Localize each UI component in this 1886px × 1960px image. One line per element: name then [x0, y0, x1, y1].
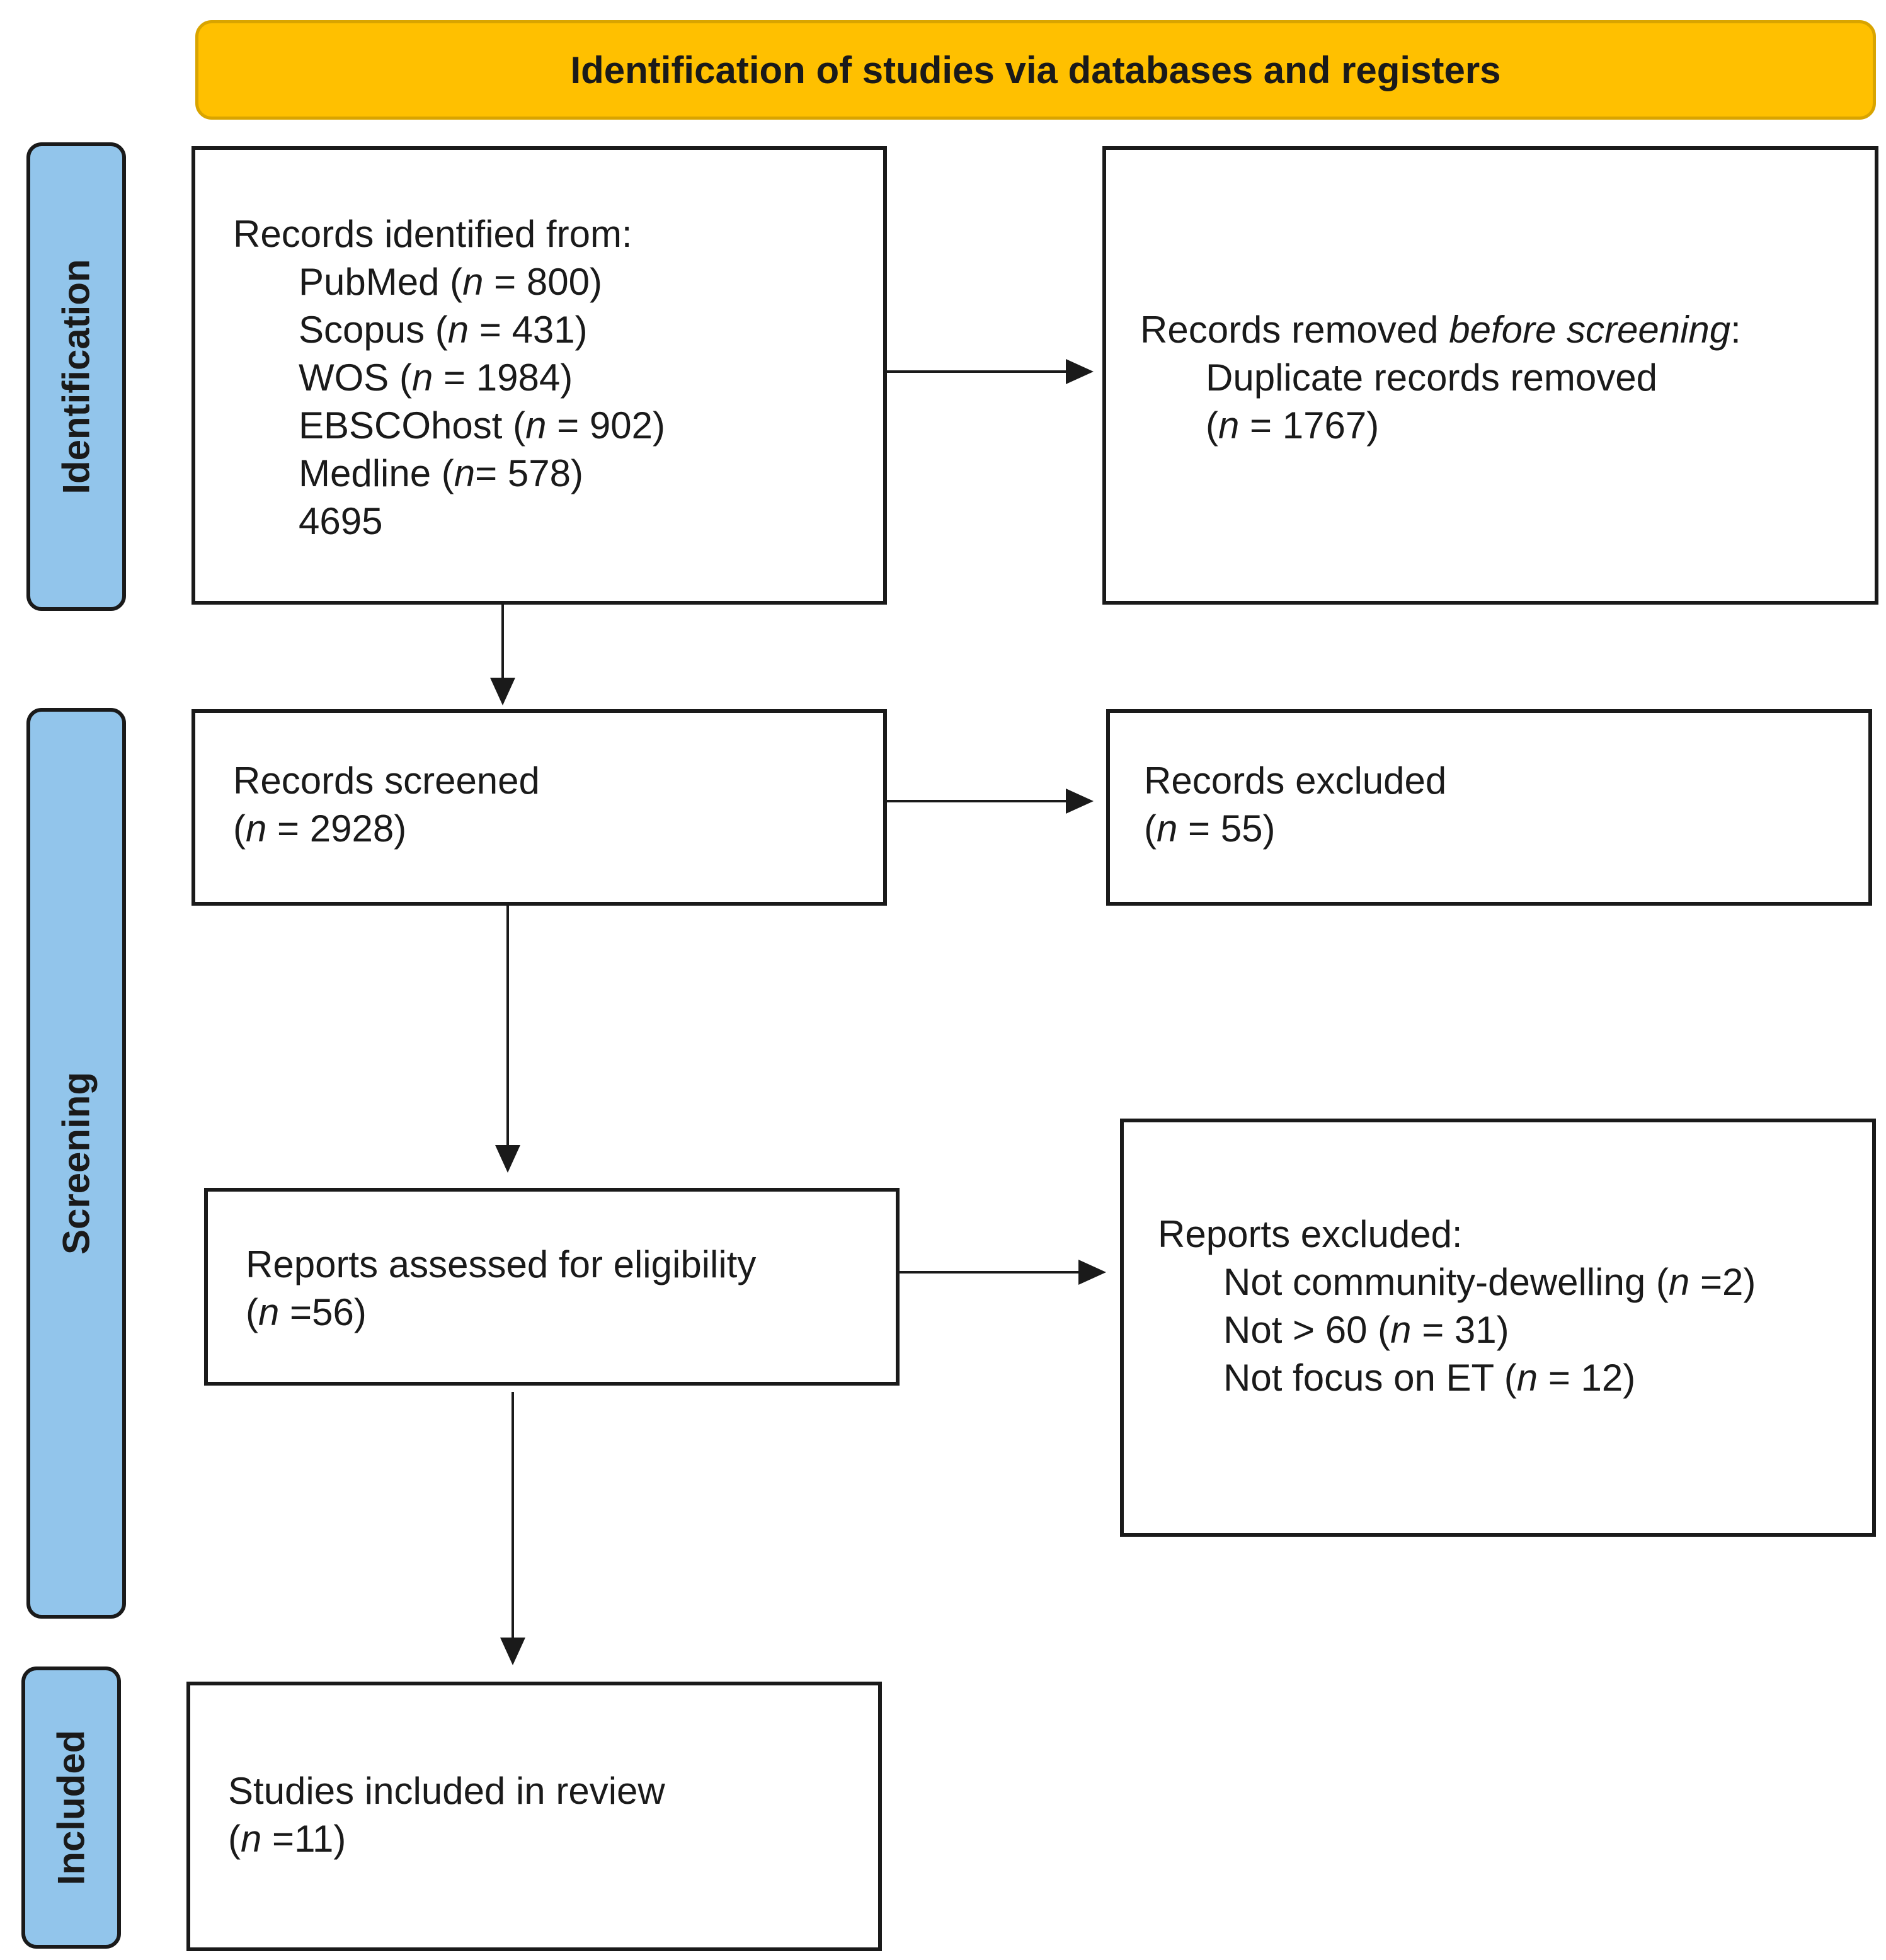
studies-included-count: (n =11) [228, 1818, 346, 1860]
phase-included: Included [21, 1667, 121, 1949]
records-removed-text: Records removed before screening: Duplica… [1140, 306, 1741, 450]
records-identified-title: Records identified from: [233, 213, 632, 255]
records-screened-text: Records screened (n = 2928) [233, 757, 540, 853]
exclusion-reason: Not community-dewelling (n =2) [1223, 1261, 1756, 1303]
records-excluded-title: Records excluded [1144, 760, 1447, 802]
reports-assessed-text: Reports assessed for eligibility (n =56) [246, 1241, 756, 1336]
source-pubmed: PubMed (n = 800) [299, 261, 602, 303]
header-banner: Identification of studies via databases … [195, 20, 1876, 120]
studies-included-text: Studies included in review (n =11) [228, 1767, 665, 1863]
phase-identification: Identification [26, 142, 126, 611]
studies-included-box: Studies included in review (n =11) [186, 1682, 882, 1951]
phase-screening: Screening [26, 708, 126, 1619]
reports-excluded-title: Reports excluded: [1158, 1213, 1463, 1255]
exclusion-reason: Not > 60 (n = 31) [1223, 1309, 1509, 1351]
studies-included-title: Studies included in review [228, 1770, 665, 1812]
records-identified-text: Records identified from: PubMed (n = 800)… [233, 210, 665, 545]
records-excluded-text: Records excluded (n = 55) [1144, 757, 1446, 853]
duplicate-records-count: (n = 1767) [1206, 404, 1380, 447]
arrowhead [1066, 359, 1094, 384]
records-identified-box: Records identified from: PubMed (n = 800)… [191, 146, 887, 605]
records-screened-title: Records screened [233, 760, 540, 802]
source-wos: WOS (n = 1984) [299, 356, 573, 399]
records-removed-title: Records removed before screening: [1140, 309, 1741, 351]
records-excluded-box: Records excluded (n = 55) [1106, 709, 1872, 906]
reports-excluded-text: Reports excluded: Not community-dewelling… [1158, 1211, 1756, 1402]
arrowhead [495, 1145, 520, 1173]
records-screened-count: (n = 2928) [233, 807, 407, 850]
source-medline: Medline (n= 578) [299, 452, 583, 494]
header-title: Identification of studies via databases … [570, 48, 1501, 91]
records-identified-total: 4695 [299, 500, 383, 542]
source-scopus: Scopus (n = 431) [299, 309, 588, 351]
source-ebscohost: EBSCOhost (n = 902) [299, 404, 665, 447]
arrowhead [1078, 1260, 1106, 1285]
reports-assessed-count: (n =56) [246, 1291, 367, 1333]
reports-excluded-box: Reports excluded: Not community-dewelling… [1120, 1119, 1876, 1537]
arrowhead [1066, 789, 1094, 814]
arrowhead [500, 1638, 525, 1665]
records-screened-box: Records screened (n = 2928) [191, 709, 887, 906]
reports-assessed-box: Reports assessed for eligibility (n =56) [204, 1188, 900, 1386]
records-excluded-count: (n = 55) [1144, 807, 1276, 850]
exclusion-reason: Not focus on ET (n = 12) [1223, 1357, 1636, 1399]
duplicate-records-label: Duplicate records removed [1206, 356, 1657, 399]
arrowhead [490, 678, 515, 705]
records-removed-box: Records removed before screening: Duplica… [1102, 146, 1878, 605]
reports-assessed-title: Reports assessed for eligibility [246, 1243, 757, 1285]
